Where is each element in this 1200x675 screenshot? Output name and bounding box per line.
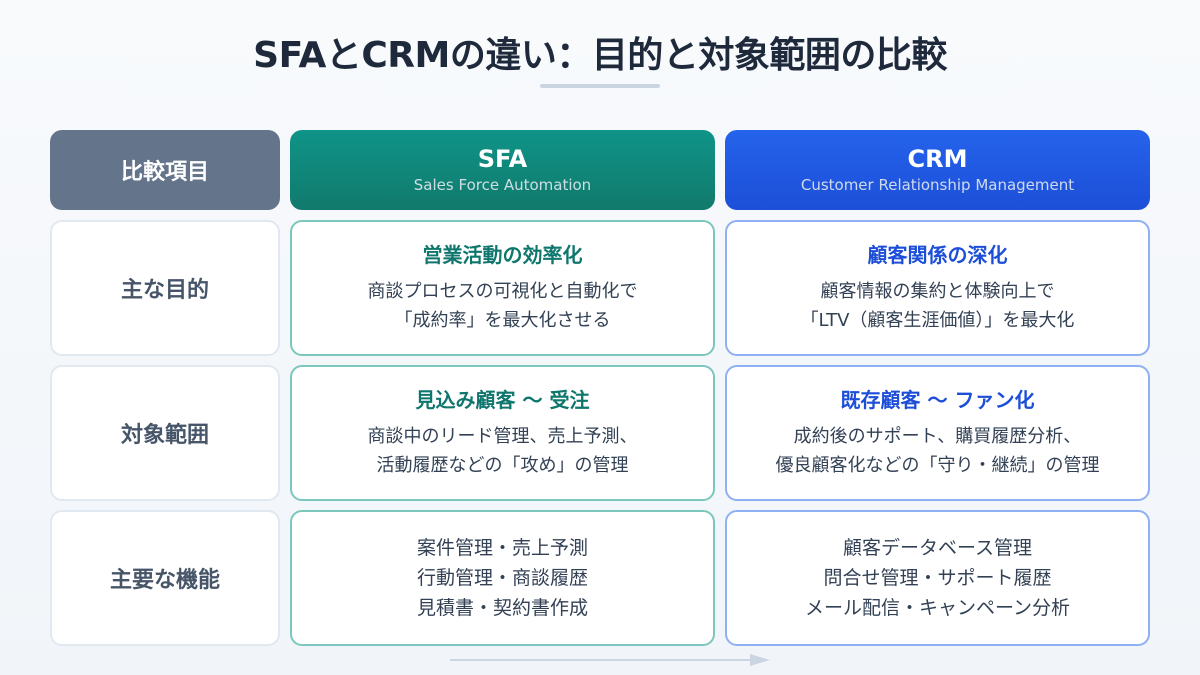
sfa-scope-line: 活動履歴などの「攻め」の管理: [376, 455, 629, 476]
sfa-purpose-heading: 営業活動の効率化: [422, 243, 583, 267]
row-label-scope: 対象範囲: [50, 365, 280, 501]
arrow-right-icon: [450, 654, 770, 666]
crm-feature-item: 顧客データベース管理: [842, 537, 1033, 559]
row-label-features: 主要な機能: [50, 510, 280, 646]
title-underline: [540, 84, 660, 88]
sfa-feature-item: 案件管理・売上予測: [416, 537, 588, 559]
header-sfa: SFA Sales Force Automation: [290, 130, 715, 210]
sfa-feature-item: 行動管理・商談履歴: [416, 567, 588, 589]
sfa-scope-cell: 見込み顧客 〜 受注 商談中のリード管理、売上予測、 活動履歴などの「攻め」の管…: [290, 365, 715, 501]
crm-feature-item: 問合せ管理・サポート履歴: [823, 567, 1052, 589]
row-label-purpose: 主な目的: [50, 220, 280, 356]
header-crm-title: CRM: [907, 145, 968, 173]
page-title: SFAとCRMの違い：目的と対象範囲の比較: [253, 35, 947, 76]
header-crm-subtitle: Customer Relationship Management: [800, 176, 1075, 194]
crm-purpose-line: 顧客情報の集約と体験向上で: [820, 281, 1055, 302]
sfa-feature-item: 見積書・契約書作成: [416, 597, 588, 619]
crm-feature-item: メール配信・キャンペーン分析: [804, 597, 1071, 619]
crm-scope-heading: 既存顧客 〜 ファン化: [840, 388, 1035, 412]
sfa-features-cell: 案件管理・売上予測 行動管理・商談履歴 見積書・契約書作成: [290, 510, 715, 646]
header-crm: CRM Customer Relationship Management: [725, 130, 1150, 210]
header-sfa-subtitle: Sales Force Automation: [413, 176, 592, 194]
crm-features-cell: 顧客データベース管理 問合せ管理・サポート履歴 メール配信・キャンペーン分析: [725, 510, 1150, 646]
crm-scope-line: 成約後のサポート、購買履歴分析、: [793, 426, 1082, 447]
crm-purpose-line: 「LTV（顧客生涯価値）」を最大化: [800, 310, 1075, 331]
sfa-scope-line: 商談中のリード管理、売上予測、: [367, 426, 638, 447]
crm-scope-cell: 既存顧客 〜 ファン化 成約後のサポート、購買履歴分析、 優良顧客化などの「守り…: [725, 365, 1150, 501]
sfa-purpose-line: 「成約率」を最大化させる: [394, 310, 611, 331]
crm-purpose-heading: 顧客関係の深化: [867, 243, 1008, 267]
sfa-purpose-cell: 営業活動の効率化 商談プロセスの可視化と自動化で 「成約率」を最大化させる: [290, 220, 715, 356]
header-sfa-title: SFA: [477, 145, 528, 173]
sfa-purpose-line: 商談プロセスの可視化と自動化で: [367, 281, 638, 302]
crm-purpose-cell: 顧客関係の深化 顧客情報の集約と体験向上で 「LTV（顧客生涯価値）」を最大化: [725, 220, 1150, 356]
crm-scope-line: 優良顧客化などの「守り・継続」の管理: [775, 455, 1100, 476]
header-comparison-item: 比較項目: [50, 130, 280, 210]
sfa-scope-heading: 見込み顧客 〜 受注: [415, 388, 590, 412]
